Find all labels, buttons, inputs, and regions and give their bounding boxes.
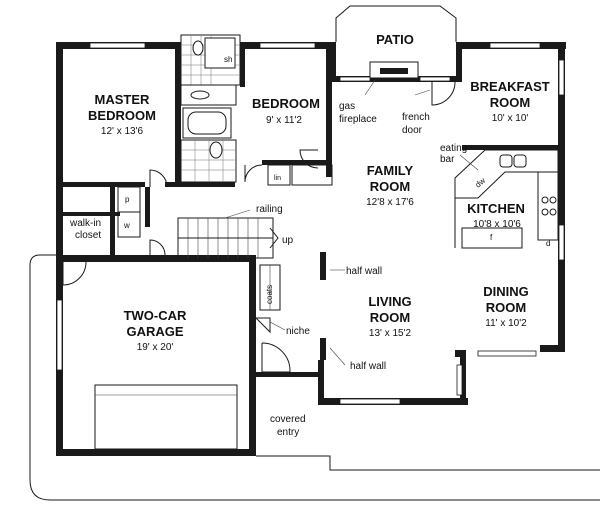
half-wall-upper xyxy=(320,258,326,280)
french-door-label: french xyxy=(402,112,430,123)
stairs-up-label: up xyxy=(282,235,294,246)
family-room-label-2: ROOM xyxy=(370,179,410,194)
gas-fireplace-label-2: fireplace xyxy=(339,114,377,125)
french-door-label-2: door xyxy=(402,125,423,136)
fridge-label: f xyxy=(490,233,493,242)
covered-entry-label-2: entry xyxy=(277,427,299,438)
windows xyxy=(56,42,565,405)
shower-label: sh xyxy=(224,55,232,64)
half-wall-lower-label: half wall xyxy=(350,361,386,372)
eating-bar-label-2: bar xyxy=(440,154,455,165)
gas-fireplace-label: gas xyxy=(339,101,355,112)
covered-entry-label: covered xyxy=(270,414,306,425)
driveway-outline xyxy=(29,254,600,501)
eating-bar-label: eating xyxy=(440,143,467,154)
dining-room-label-2: ROOM xyxy=(486,300,526,315)
closets xyxy=(117,164,333,238)
patio-outline xyxy=(335,5,457,42)
stairs xyxy=(177,217,279,259)
coats-closet xyxy=(254,264,281,334)
walk-in-closet-label-2: closet xyxy=(75,230,101,241)
walkway-outline xyxy=(256,455,600,471)
living-room-label: LIVING xyxy=(368,294,411,309)
niche-label: niche xyxy=(286,326,310,337)
master-bedroom-label: MASTER xyxy=(95,92,151,107)
railing-label: railing xyxy=(256,204,283,215)
family-room-dim: 12'8 x 17'6 xyxy=(366,197,414,208)
master-bedroom-dim: 12' x 13'6 xyxy=(101,126,144,137)
breakfast-room-label-2: ROOM xyxy=(490,95,530,110)
leader-lines xyxy=(224,79,479,366)
dining-room-dim: 11' x 10'2 xyxy=(485,318,527,329)
kitchen-label: KITCHEN xyxy=(467,201,525,216)
half-wall-lower xyxy=(320,338,326,360)
dryer-label: d xyxy=(546,239,550,248)
living-room-label-2: ROOM xyxy=(370,310,410,325)
pantry-label: p xyxy=(125,195,130,204)
walk-in-closet-label: walk-in xyxy=(69,218,101,229)
bedroom-label: BEDROOM xyxy=(252,96,320,111)
dining-room-label: DINING xyxy=(483,284,529,299)
bathroom-fixtures xyxy=(180,34,241,183)
patio-label: PATIO xyxy=(376,32,414,47)
linen-label: lin xyxy=(274,175,281,182)
doors xyxy=(62,81,456,373)
two-car-garage-label: TWO-CAR xyxy=(124,308,187,323)
kitchen-dim: 10'8 x 10'6 xyxy=(473,219,521,230)
kitchen-counters xyxy=(454,149,559,249)
two-car-garage-label-2: GARAGE xyxy=(126,324,183,339)
fireplace xyxy=(369,61,419,79)
family-room-label: FAMILY xyxy=(367,163,414,178)
master-bedroom-label-2: BEDROOM xyxy=(88,108,156,123)
two-car-garage-dim: 19' x 20' xyxy=(137,342,174,353)
bedroom-dim: 9' x 11'2 xyxy=(266,115,302,126)
half-wall-upper-label: half wall xyxy=(346,266,382,277)
coats-label: coats xyxy=(265,285,274,304)
living-room-dim: 13' x 15'2 xyxy=(369,328,412,339)
garage-door xyxy=(94,384,238,450)
breakfast-room-dim: 10' x 10' xyxy=(492,113,529,124)
washer-label: w xyxy=(123,221,130,230)
breakfast-room-label: BREAKFAST xyxy=(470,79,550,94)
